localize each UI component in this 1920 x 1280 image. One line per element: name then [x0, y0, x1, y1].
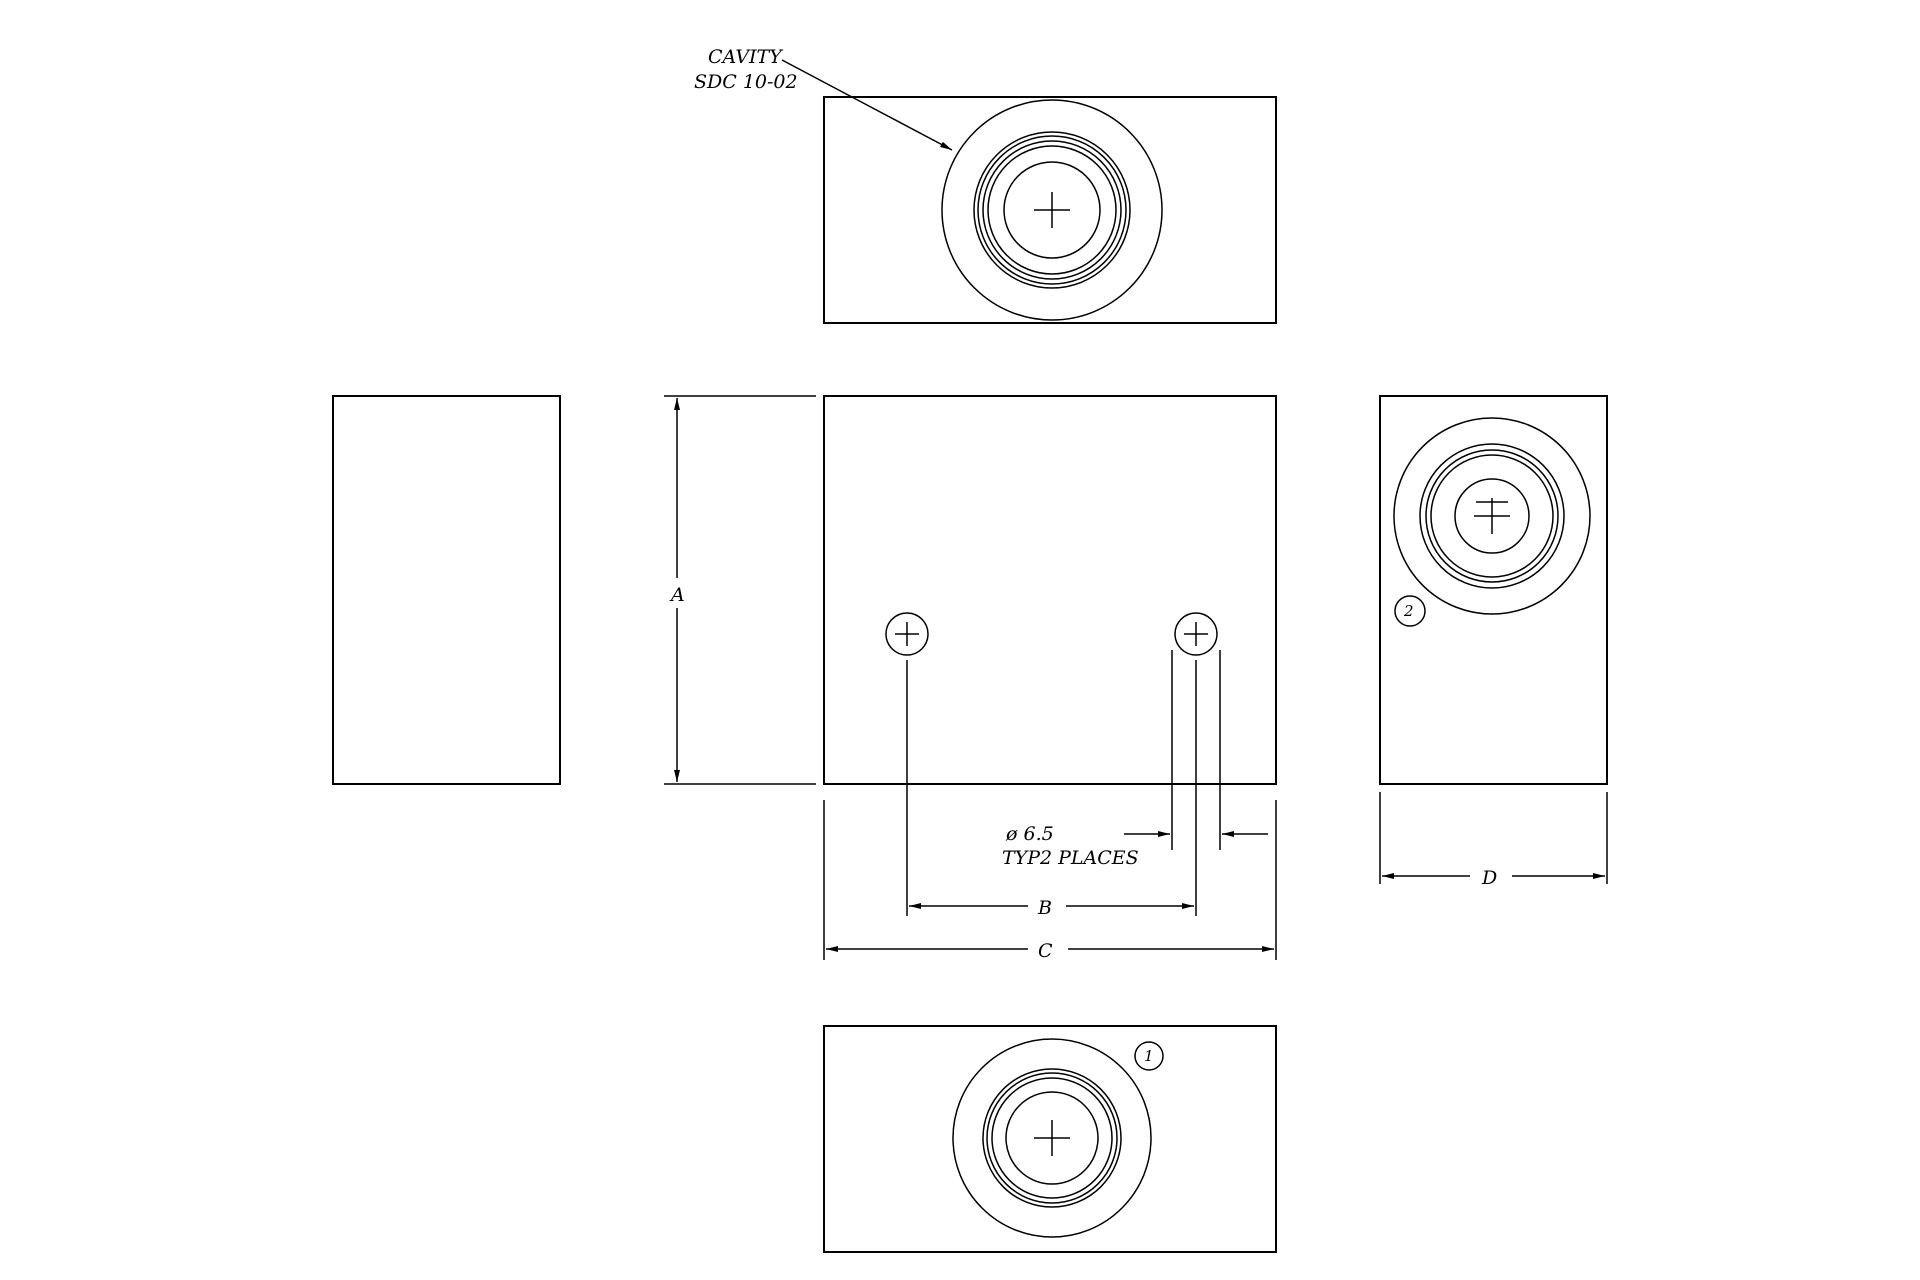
mounting-hole-left [885, 612, 929, 656]
dimension-d: D [1379, 792, 1608, 890]
top-center-mark [1034, 192, 1070, 228]
cavity-leader-line [781, 59, 953, 151]
top-cavity-outer-circle [941, 99, 1163, 321]
left-side-view-outline [332, 395, 561, 785]
bottom-port-ring [982, 1068, 1122, 1208]
hole-note-line-1: ø 6.5 [1005, 823, 1054, 845]
right-port-outer-circle [1393, 417, 1591, 615]
front-view [823, 395, 1277, 785]
right-side-view: 2 [1379, 395, 1608, 785]
top-cavity-ring [982, 140, 1122, 280]
top-cavity-ring [973, 131, 1131, 289]
bottom-port-outer-circle [952, 1038, 1152, 1238]
dim-b-label: B [1037, 897, 1052, 919]
bottom-port-ring [991, 1077, 1113, 1199]
dim-c-label: C [1038, 940, 1053, 962]
mounting-hole-right-center-mark [1184, 622, 1208, 646]
port-1-label: 1 [1144, 1047, 1154, 1065]
right-port-ring [1419, 443, 1565, 589]
top-cavity-ring [977, 135, 1127, 285]
dim-a-label: A [669, 584, 685, 606]
right-side-view-outline [1379, 395, 1608, 785]
hole-note-line-2: TYP2 PLACES [1002, 847, 1139, 869]
dimension-b: B [906, 660, 1197, 920]
dimension-c: C [823, 800, 1277, 963]
right-center-mark [1474, 498, 1510, 534]
mounting-hole-right [1174, 612, 1218, 656]
port-2-marker-circle [1394, 595, 1426, 627]
port-2-label: 2 [1403, 602, 1414, 620]
right-port-ring [1430, 454, 1554, 578]
bottom-port-bore [1005, 1091, 1099, 1185]
hole-diameter-note: ø 6.5 TYP2 PLACES [1002, 650, 1268, 869]
right-port-bore [1454, 478, 1530, 554]
top-view-outline [823, 96, 1277, 324]
bottom-view-outline [823, 1025, 1277, 1253]
front-view-outline [823, 395, 1277, 785]
right-port-ring [1425, 449, 1559, 583]
top-view [823, 96, 1277, 324]
bottom-center-mark [1034, 1120, 1070, 1156]
dim-d-label: D [1481, 867, 1497, 889]
mounting-hole-left-center-mark [895, 622, 919, 646]
top-cavity-bore [1003, 161, 1101, 259]
cavity-callout: CAVITY SDC 10-02 [694, 46, 953, 151]
cavity-callout-line-1: CAVITY [708, 46, 784, 68]
port-1-marker-circle [1134, 1041, 1164, 1071]
bottom-port-ring [986, 1072, 1118, 1204]
cavity-callout-line-2: SDC 10-02 [694, 71, 798, 93]
dimension-a: A [664, 395, 816, 785]
bottom-view: 1 [823, 1025, 1277, 1253]
top-cavity-ring [987, 145, 1117, 275]
